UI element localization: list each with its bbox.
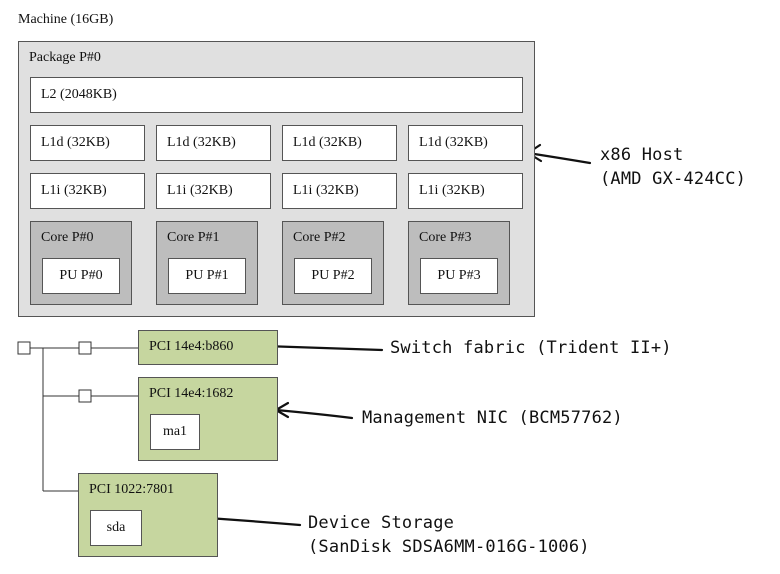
annotation-mgmt: Management NIC (BCM57762): [362, 408, 623, 428]
l1d-cache-0: L1d (32KB): [30, 125, 145, 161]
l1i-cache-label: L1i (32KB): [167, 183, 233, 198]
arrow-mgmt: [274, 408, 354, 420]
annotation-storage-line1: Device Storage: [308, 513, 455, 533]
l1d-cache-label: L1d (32KB): [419, 135, 488, 150]
pci-device-storage: PCI 1022:7801 sda: [78, 473, 218, 557]
core-1: Core P#1 PU P#1: [156, 221, 258, 305]
bridge-node-2: [78, 389, 92, 403]
annotation-host-line2: (AMD GX-424CC): [600, 169, 747, 189]
l1d-cache-3: L1d (32KB): [408, 125, 523, 161]
l1d-cache-label: L1d (32KB): [167, 135, 236, 150]
l1i-cache-label: L1i (32KB): [293, 183, 359, 198]
core-label: Core P#1: [167, 230, 220, 245]
bridge-node-1: [78, 341, 92, 355]
core-label: Core P#0: [41, 230, 94, 245]
bus-root-node: [17, 341, 31, 355]
pci-label: PCI 14e4:1682: [149, 386, 234, 401]
arrow-switch: [262, 344, 384, 352]
l2-cache-label: L2 (2048KB): [41, 87, 117, 102]
os-device-label: sda: [106, 520, 126, 535]
pci-device-mgmt: PCI 14e4:1682 ma1: [138, 377, 278, 461]
pu-label: PU P#0: [59, 268, 103, 283]
pu-0: PU P#0: [42, 258, 120, 294]
l1i-cache-label: L1i (32KB): [419, 183, 485, 198]
pci-label: PCI 14e4:b860: [149, 339, 234, 354]
pu-label: PU P#1: [185, 268, 229, 283]
l1d-cache-label: L1d (32KB): [293, 135, 362, 150]
pci-device-switch: PCI 14e4:b860: [138, 330, 278, 365]
l1d-cache-1: L1d (32KB): [156, 125, 271, 161]
l1d-cache-2: L1d (32KB): [282, 125, 397, 161]
core-0: Core P#0 PU P#0: [30, 221, 132, 305]
pu-label: PU P#3: [437, 268, 481, 283]
l1i-cache-0: L1i (32KB): [30, 173, 145, 209]
os-device-sda: sda: [90, 510, 142, 546]
annotation-storage-line2: (SanDisk SDSA6MM-016G-1006): [308, 537, 590, 557]
l1d-cache-label: L1d (32KB): [41, 135, 110, 150]
pu-3: PU P#3: [420, 258, 498, 294]
machine-label: Machine (16GB): [18, 12, 114, 27]
l1i-cache-3: L1i (32KB): [408, 173, 523, 209]
package-label: Package P#0: [29, 50, 101, 65]
l2-cache: L2 (2048KB): [30, 77, 523, 113]
l1i-cache-1: L1i (32KB): [156, 173, 271, 209]
annotation-host-line1: x86 Host: [600, 145, 684, 165]
pu-label: PU P#2: [311, 268, 355, 283]
core-label: Core P#3: [419, 230, 472, 245]
l1i-cache-label: L1i (32KB): [41, 183, 107, 198]
pu-2: PU P#2: [294, 258, 372, 294]
pu-1: PU P#1: [168, 258, 246, 294]
core-2: Core P#2 PU P#2: [282, 221, 384, 305]
os-device-ma1: ma1: [150, 414, 200, 450]
core-label: Core P#2: [293, 230, 346, 245]
os-device-label: ma1: [162, 424, 188, 439]
pci-label: PCI 1022:7801: [89, 482, 175, 497]
core-3: Core P#3 PU P#3: [408, 221, 510, 305]
annotation-switch: Switch fabric (Trident II+): [390, 338, 672, 358]
l1i-cache-2: L1i (32KB): [282, 173, 397, 209]
